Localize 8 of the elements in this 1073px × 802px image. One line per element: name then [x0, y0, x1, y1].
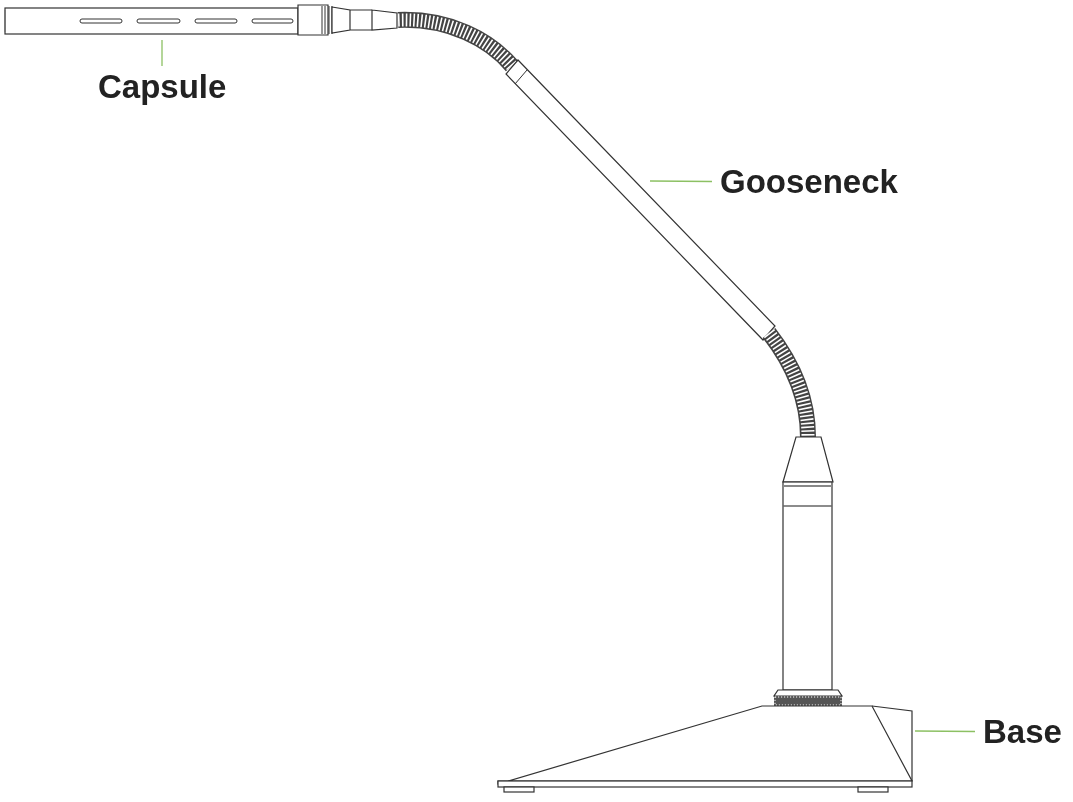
leader-line: [161, 39, 163, 67]
part-label: Base: [983, 715, 1062, 748]
leader-line: [914, 730, 976, 733]
capsule-drawing: [4, 4, 398, 36]
leader-line: [649, 180, 713, 183]
part-label: Capsule: [98, 70, 227, 103]
base-drawing: [497, 689, 913, 793]
part-label: Gooseneck: [720, 165, 898, 198]
